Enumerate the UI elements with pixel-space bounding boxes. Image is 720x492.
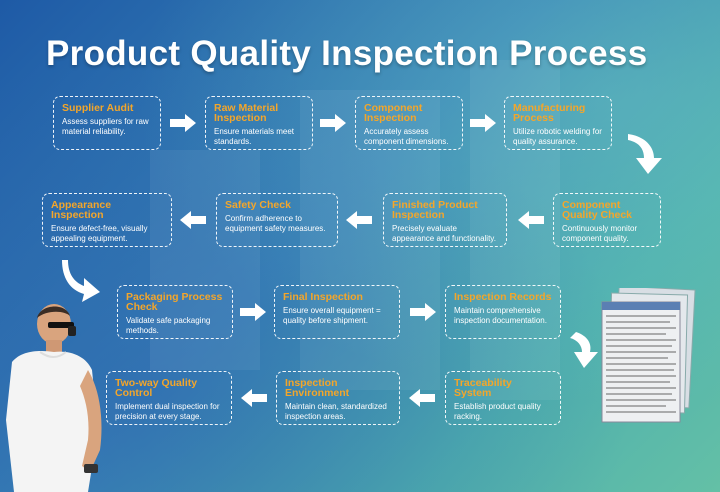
step-title: Inspection Records (454, 291, 552, 303)
step-title: Manufacturing Process (513, 102, 586, 124)
step-manufacturing-process: Manufacturing Process Utilize robotic we… (504, 96, 612, 150)
arrow-right-icon (410, 303, 436, 321)
step-title: Supplier Audit (62, 102, 134, 114)
curved-arrow-down-icon (570, 332, 598, 368)
inspector-person-illustration (6, 304, 102, 492)
arrow-right-icon (240, 303, 266, 321)
arrow-left-icon (241, 389, 267, 407)
step-title: Packaging Process Check (126, 291, 223, 313)
step-title: Final Inspection (283, 291, 363, 303)
step-inspection-records: Inspection Records Maintain comprehensiv… (445, 285, 561, 339)
background-building (150, 150, 260, 370)
page-title: Product Quality Inspection Process (46, 34, 648, 73)
step-title: Safety Check (225, 199, 291, 211)
step-description: Validate safe packaging methods. (126, 316, 211, 335)
curved-arrow-down-icon (62, 260, 100, 302)
arrow-left-icon (346, 211, 372, 229)
step-description: Assess suppliers for raw material reliab… (62, 117, 149, 136)
step-description: Ensure overall equipment = quality befor… (283, 306, 381, 325)
step-packaging-process-check: Packaging Process Check Validate safe pa… (117, 285, 233, 339)
document-stack-illustration (601, 288, 696, 423)
step-description: Maintain clean, standardized inspection … (285, 402, 387, 421)
step-two-way-quality-control: Two-way Quality Control Implement dual i… (106, 371, 232, 425)
step-supplier-audit: Supplier Audit Assess suppliers for raw … (53, 96, 161, 150)
step-component-inspection: Component Inspection Accurately assess c… (355, 96, 463, 150)
step-raw-material-inspection: Raw Material Inspection Ensure materials… (205, 96, 313, 150)
step-title: Component Inspection (364, 102, 423, 124)
arrow-right-icon (320, 114, 346, 132)
step-title: Finished Product Inspection (392, 199, 478, 221)
step-appearance-inspection: Appearance Inspection Ensure defect-free… (42, 193, 172, 247)
step-description: Establish product quality racking. (454, 402, 541, 421)
arrow-right-icon (170, 114, 196, 132)
step-title: Traceability System (454, 377, 512, 399)
step-title: Component Quality Check (562, 199, 633, 221)
step-description: Accurately assess component dimensions. (364, 127, 449, 146)
step-final-inspection: Final Inspection Ensure overall equipmen… (274, 285, 400, 339)
arrow-left-icon (518, 211, 544, 229)
arrow-right-icon (470, 114, 496, 132)
background-building (300, 90, 440, 390)
step-title: Raw Material Inspection (214, 102, 279, 124)
step-description: Ensure defect-free, visually appealing e… (51, 224, 148, 243)
step-safety-check: Safety Check Confirm adherence to equipm… (216, 193, 338, 247)
step-title: Appearance Inspection (51, 199, 112, 221)
step-component-quality-check: Component Quality Check Continuously mon… (553, 193, 661, 247)
step-inspection-environment: Inspection Environment Maintain clean, s… (276, 371, 400, 425)
step-description: Ensure materials meet standards. (214, 127, 295, 146)
step-description: Continuously monitor component quality. (562, 224, 638, 243)
arrow-left-icon (180, 211, 206, 229)
arrow-left-icon (409, 389, 435, 407)
step-title: Two-way Quality Control (115, 377, 198, 399)
step-description: Maintain comprehensive inspection docume… (454, 306, 547, 325)
curved-arrow-down-icon (628, 134, 662, 174)
step-traceability-system: Traceability System Establish product qu… (445, 371, 561, 425)
step-description: Confirm adherence to equipment safety me… (225, 214, 326, 233)
step-description: Precisely evaluate appearance and functi… (392, 224, 496, 243)
step-description: Utilize robotic welding for quality assu… (513, 127, 602, 146)
step-title: Inspection Environment (285, 377, 350, 399)
step-description: Implement dual inspection for precision … (115, 402, 220, 421)
step-finished-product-inspection: Finished Product Inspection Precisely ev… (383, 193, 507, 247)
